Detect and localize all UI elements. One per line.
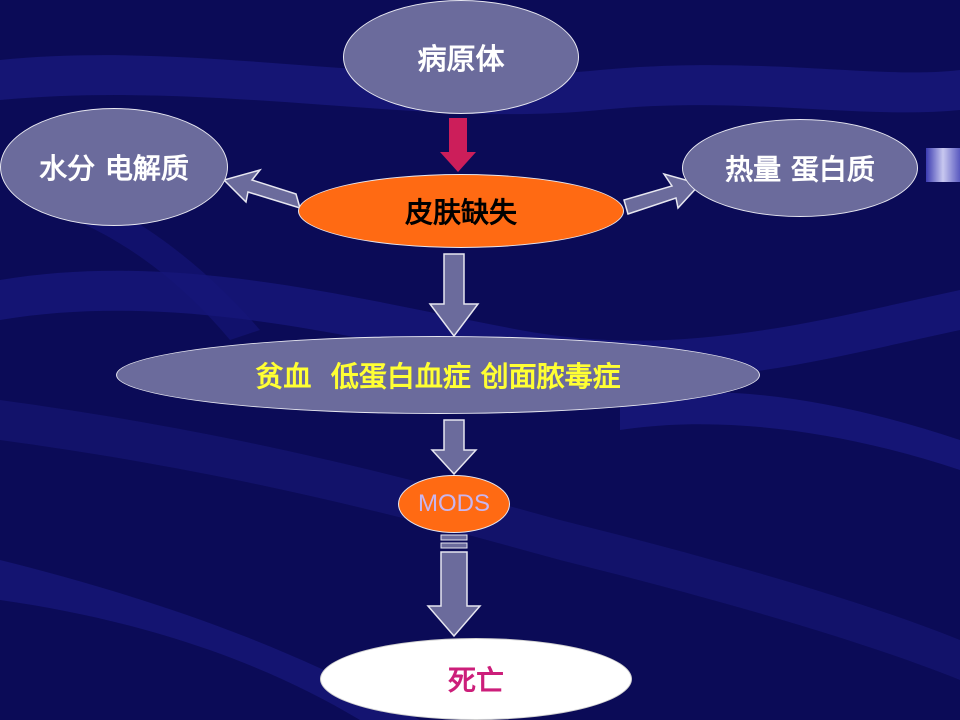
node-mods-label: MODS	[418, 490, 490, 517]
node-heat-protein: 热量 蛋白质	[682, 119, 918, 217]
node-skin-loss: 皮肤缺失	[298, 174, 624, 248]
node-pathogen: 病原体	[343, 0, 579, 114]
node-skin-loss-label: 皮肤缺失	[404, 196, 517, 229]
node-death-label: 死亡	[447, 664, 504, 697]
node-water-electrolyte-label: 水分 电解质	[39, 152, 189, 185]
node-heat-protein-label: 热量 蛋白质	[725, 153, 875, 186]
node-death: 死亡	[320, 638, 632, 720]
node-complications: 贫血 低蛋白血症 创面脓毒症	[116, 336, 760, 414]
node-pathogen-label: 病原体	[417, 42, 505, 76]
side-tab-decoration	[926, 148, 960, 182]
node-water-electrolyte: 水分 电解质	[0, 108, 228, 226]
node-complications-label: 贫血 低蛋白血症 创面脓毒症	[255, 360, 621, 393]
node-mods: MODS	[398, 475, 510, 533]
